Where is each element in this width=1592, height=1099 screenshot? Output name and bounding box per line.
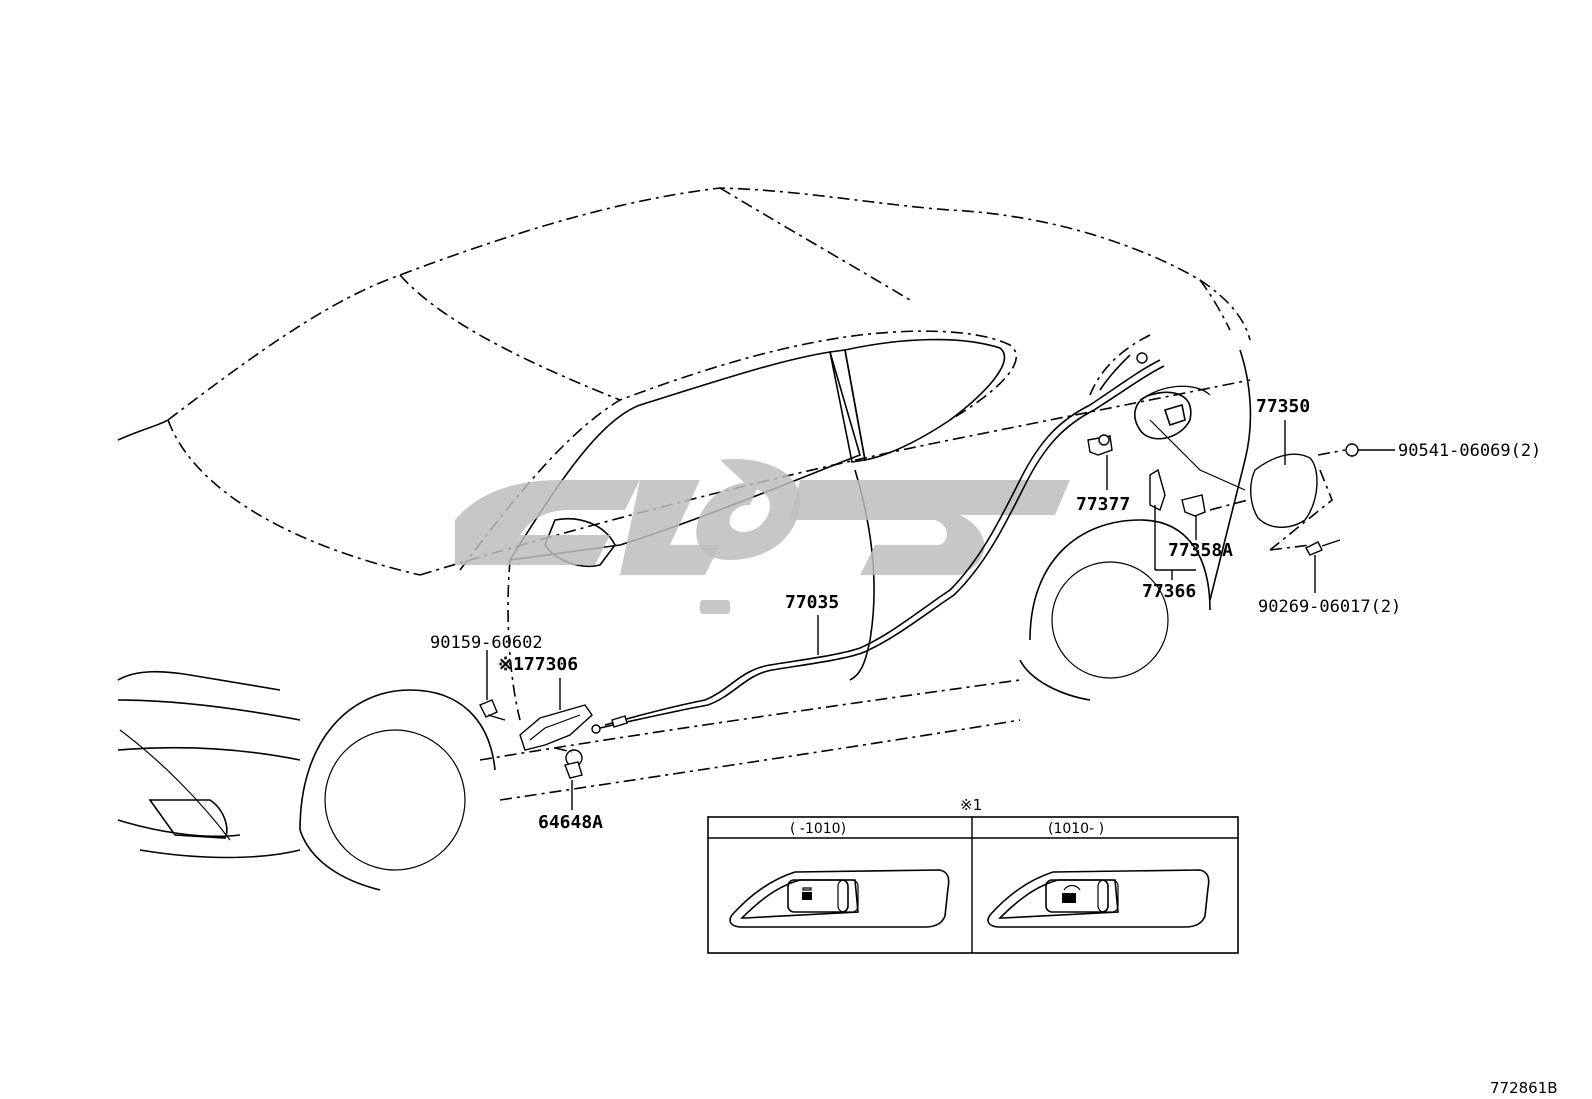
opener-switch-new-icon — [987, 869, 1210, 928]
label-77350: 77350 — [1256, 396, 1310, 417]
inset-col-right: (1010- ) — [1048, 821, 1104, 837]
opener-switch-old-icon — [729, 869, 950, 928]
label-64648a: 64648A — [538, 812, 603, 833]
part-labels: 77350 90541-06069(2) 77377 77358A 77366 … — [430, 396, 1541, 833]
label-77035: 77035 — [785, 592, 839, 613]
figure-id: 772861B — [1490, 1079, 1558, 1097]
label-77358a: 77358A — [1168, 540, 1233, 561]
label-90269: 90269-06017(2) — [1258, 597, 1401, 617]
inset-mark: ※1 — [960, 796, 982, 814]
opener-lever-assembly — [479, 699, 628, 779]
label-77306: ※177306 — [498, 654, 578, 675]
watermark-logo — [455, 459, 1070, 614]
label-90159: 90159-60602 — [430, 633, 543, 653]
inset-col-left: ( -1010) — [790, 821, 846, 837]
fuel-filler-area — [1087, 385, 1359, 556]
label-77366: 77366 — [1142, 581, 1196, 602]
label-77377: 77377 — [1076, 494, 1130, 515]
label-90541: 90541-06069(2) — [1398, 441, 1541, 461]
inset-variant-table: ※1 ( -1010) (1010- ) — [707, 796, 1239, 954]
fuel-lid — [1250, 453, 1318, 528]
fuel-lid-cable — [599, 352, 1165, 729]
leader-lines — [486, 420, 1395, 810]
car-body-outline — [117, 187, 1252, 891]
